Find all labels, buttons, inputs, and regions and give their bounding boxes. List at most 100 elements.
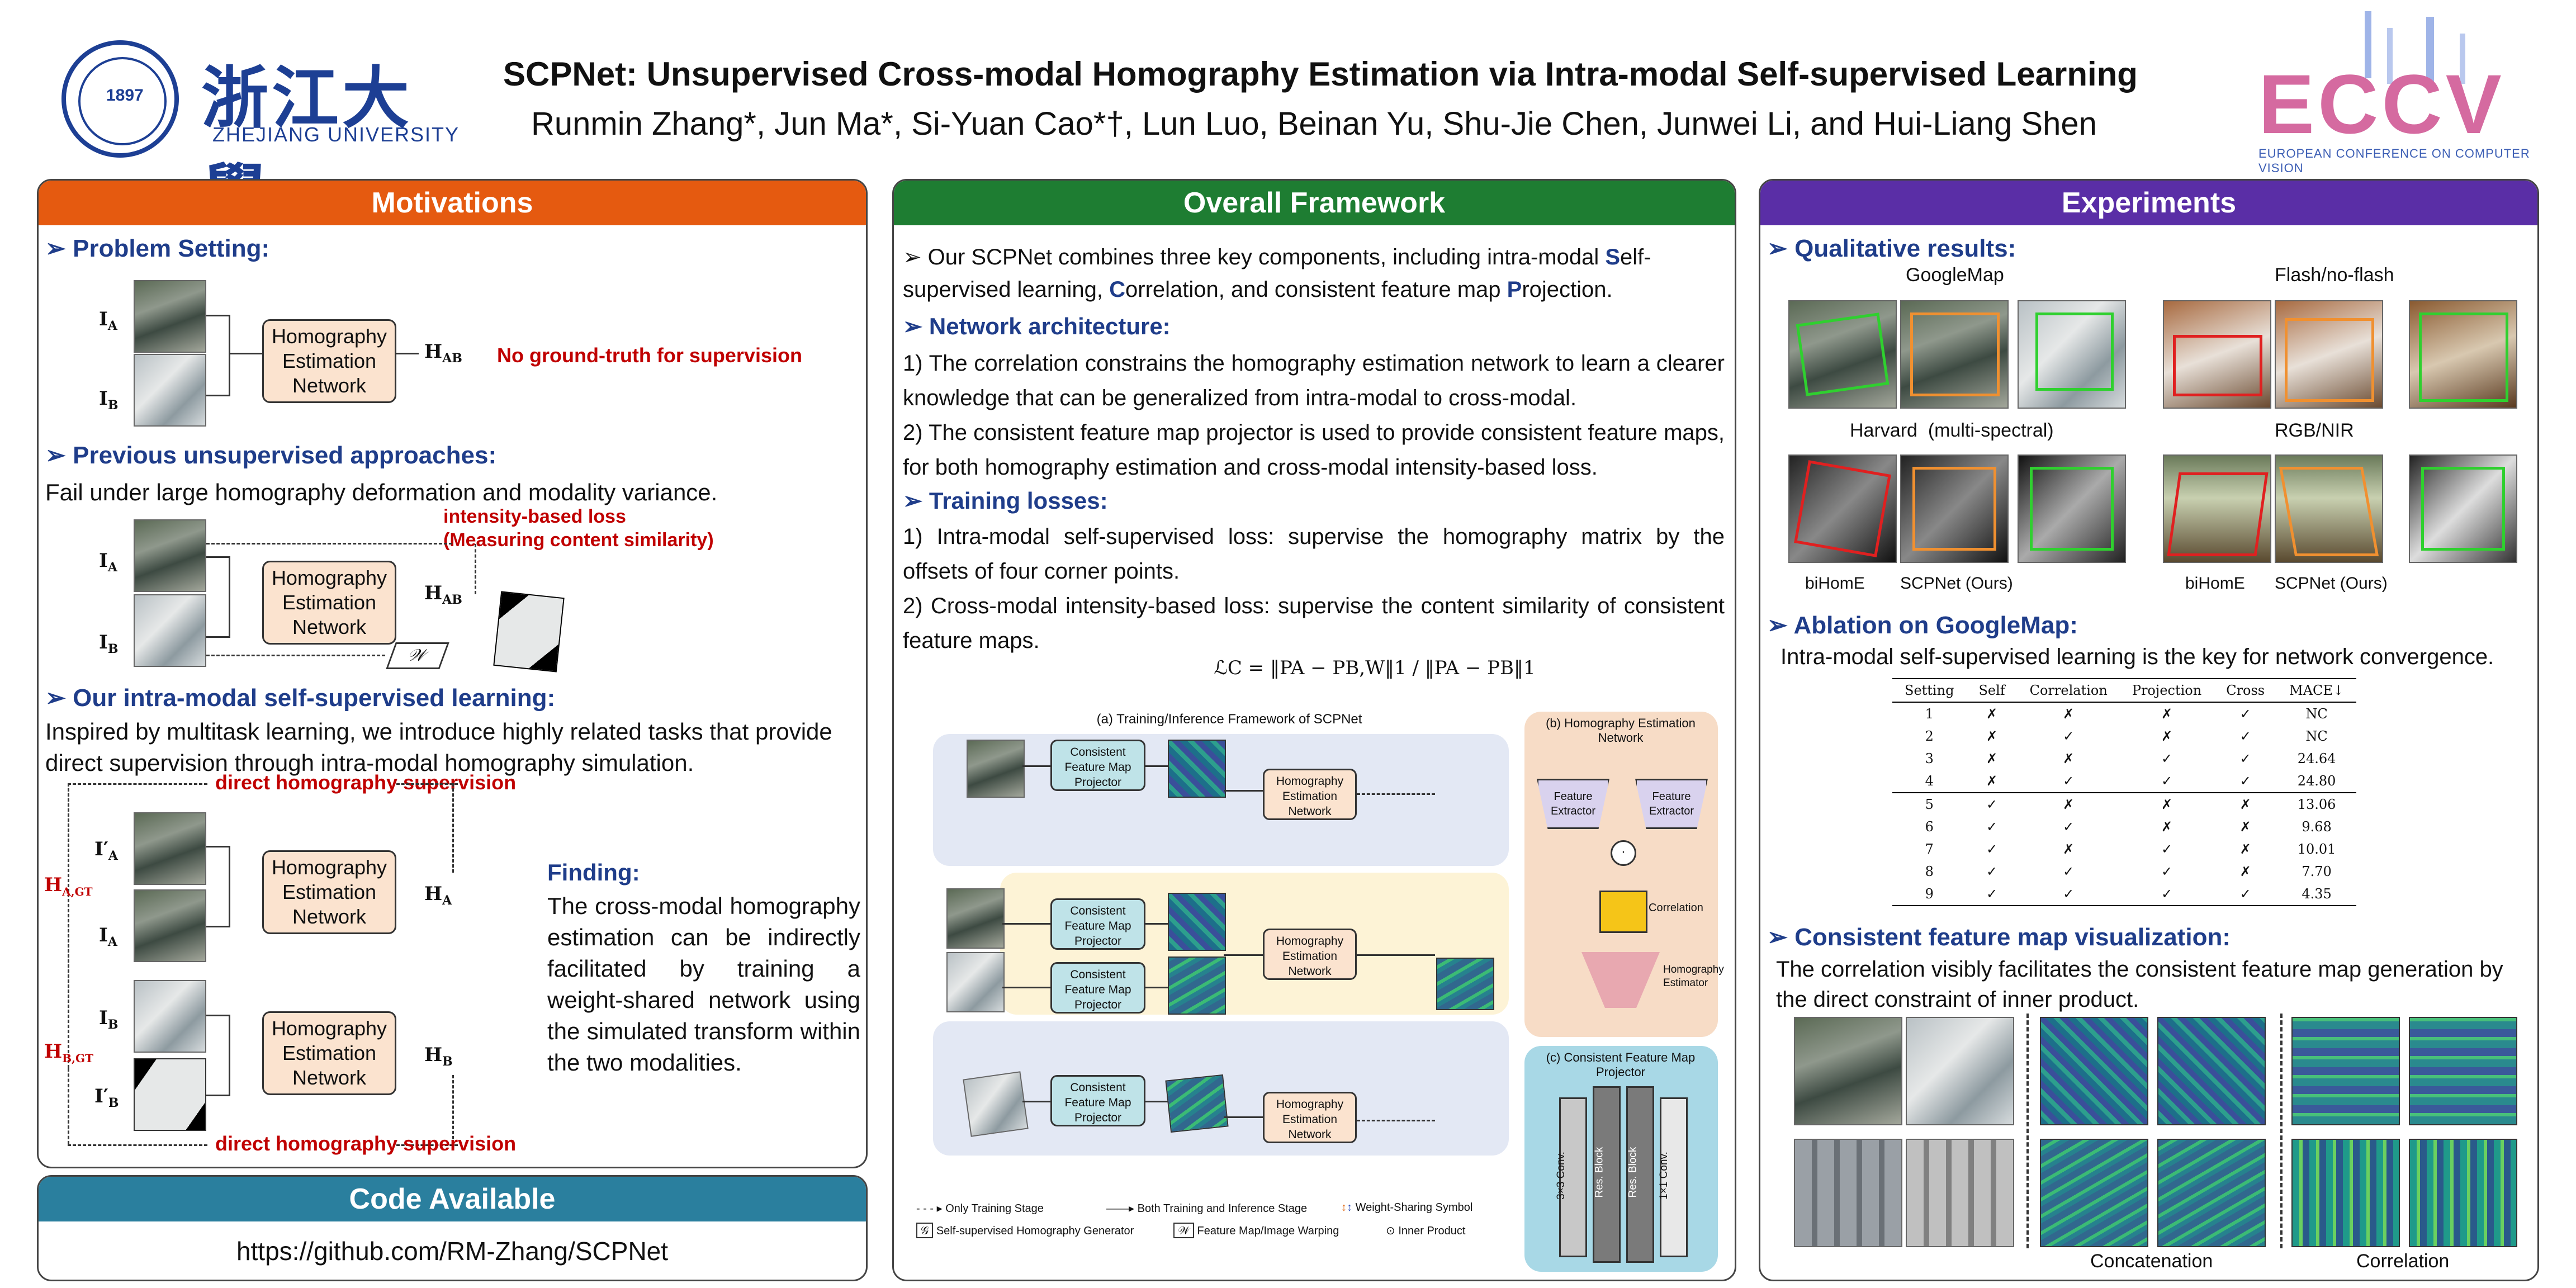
table-header-cell: Correlation	[2029, 683, 2108, 698]
finding-text: The cross-modal homography estimation ca…	[547, 893, 860, 1076]
eccv-logo: ECCV EUROPEAN CONFERENCE ON COMPUTER VIS…	[2258, 11, 2538, 175]
caption-correlation: Correlation	[2356, 1251, 2450, 1272]
vis-concat-map-a	[2040, 1017, 2148, 1125]
table-cell: ✓	[1986, 841, 1998, 857]
table-row: 5✓✗✗✗13.06	[1892, 793, 2357, 816]
feature-extractor-b: Feature Extractor	[1635, 779, 1708, 829]
table-cell: ✓	[2239, 706, 2251, 722]
table-row: 4✗✓✓✓24.80	[1892, 770, 2356, 793]
table-cell: ✓	[2161, 773, 2173, 789]
diagram-hnet-2[interactable]: Homography Estimation Network	[1263, 929, 1357, 980]
legend-generator: 𝒢 Self-supervised Homography Generator	[916, 1223, 1134, 1238]
table-row: 6✓✓✗✗9.68	[1892, 816, 2356, 838]
eccv-logo-text: ECCV	[2258, 57, 2505, 151]
table-cell: ✗	[2161, 819, 2173, 835]
vis-corr-map-a	[2291, 1017, 2400, 1125]
image-ia-prime	[134, 812, 206, 885]
table-cell: ✓	[2063, 819, 2075, 835]
diagram-projector-1[interactable]: Consistent Feature Map Projector	[1050, 740, 1145, 791]
ablation-text: Intra-modal self-supervised learning is …	[1781, 645, 2494, 669]
table-row: 7✓✗✓✗10.01	[1892, 838, 2356, 860]
diagram-img-ia	[946, 888, 1005, 949]
conv3-block: 3×3 Conv.	[1555, 1097, 1587, 1257]
image-ib-2	[134, 594, 206, 667]
table-header-cell: Self	[1978, 683, 2005, 698]
label-ia-3: IA	[99, 924, 117, 949]
table-cell: 9	[1925, 886, 1934, 902]
qual-rgbnir-ours	[2275, 454, 2383, 563]
code-panel: Code Available https://github.com/RM-Zha…	[37, 1175, 868, 1281]
problem-setting-title: ➢ Problem Setting:	[45, 235, 270, 262]
table-cell: ✓	[2161, 841, 2173, 857]
legend-both-stages: ——▸ Both Training and Inference Stage	[1106, 1202, 1308, 1215]
qual-flash-bihome	[2163, 300, 2271, 409]
label-ib: IB	[99, 387, 119, 413]
direct-supervision-top: direct homography supervision	[215, 771, 517, 794]
warp-symbol-1: 𝒲	[386, 642, 449, 669]
previous-approaches-text: Fail under large homography deformation …	[45, 479, 718, 505]
diagram-hnet-3[interactable]: Homography Estimation Network	[1263, 1092, 1357, 1143]
label-ib-prime: I′B	[94, 1085, 119, 1110]
code-url-link[interactable]: https://github.com/RM-Zhang/SCPNet	[236, 1237, 669, 1266]
ours-title: ➢ Our intra-modal self-supervised learni…	[45, 684, 556, 712]
conference-name: EUROPEAN CONFERENCE ON COMPUTER VISION	[2258, 146, 2530, 175]
label-hab-1: HAB	[424, 340, 462, 366]
no-gt-label: No ground-truth for supervision	[497, 344, 802, 367]
diagram-fmap-pb	[1168, 956, 1226, 1015]
university-seal: 1897	[61, 40, 179, 158]
table-header-cell: Cross	[2226, 683, 2265, 698]
framework-heading: Overall Framework	[894, 181, 1735, 225]
homography-net-box-2: Homography Estimation Network	[262, 561, 396, 645]
diagram-projector-4[interactable]: Consistent Feature Map Projector	[1050, 1075, 1145, 1126]
table-cell: 10.01	[2297, 841, 2336, 857]
table-cell: ✗	[2239, 819, 2251, 835]
table-cell: NC	[2305, 706, 2328, 722]
code-heading: Code Available	[39, 1177, 866, 1221]
label-ia-prime: I′A	[94, 838, 118, 863]
loss-title: ➢ Training losses:	[903, 487, 1108, 514]
diagram-hnet-1[interactable]: Homography Estimation Network	[1263, 769, 1357, 820]
qualitative-title: ➢ Qualitative results:	[1767, 235, 2016, 262]
table-cell: ✓	[2239, 886, 2251, 902]
arch-2: 2) The consistent feature map projector …	[903, 420, 1725, 480]
table-cell: NC	[2305, 728, 2328, 744]
finding-title: Finding:	[547, 859, 640, 886]
caption-concatenation: Concatenation	[2090, 1251, 2213, 1272]
image-ia-2	[134, 519, 206, 592]
ablation-title: ➢ Ablation on GoogleMap:	[1767, 612, 2078, 639]
table-cell: ✗	[2063, 751, 2075, 766]
label-hab-2: HAB	[424, 582, 462, 607]
caption-ours-1: SCPNet (Ours)	[1900, 574, 2013, 593]
diagram-projector-3[interactable]: Consistent Feature Map Projector	[1050, 962, 1145, 1014]
ours-text: Inspired by multitask learning, we intro…	[45, 718, 832, 776]
table-cell: 13.06	[2297, 797, 2336, 812]
vis-corr-map-b	[2409, 1017, 2517, 1125]
table-cell: ✓	[2161, 751, 2173, 766]
legend-warping: 𝒲 Feature Map/Image Warping	[1173, 1223, 1339, 1238]
diagram-projector-2[interactable]: Consistent Feature Map Projector	[1050, 898, 1145, 950]
diagram-a-title: (a) Training/Inference Framework of SCPN…	[1096, 712, 1362, 727]
diagram-c	[1524, 1046, 1718, 1272]
label-ha: HA	[424, 883, 452, 908]
feature-extractor-a: Feature Extractor	[1537, 779, 1609, 829]
table-cell: ✗	[2063, 797, 2075, 812]
vis-input-facade-a	[1794, 1139, 1902, 1247]
image-ia	[134, 280, 206, 353]
table-cell: ✗	[1986, 751, 1998, 766]
table-cell: ✗	[1986, 728, 1998, 744]
table-cell: 7	[1925, 841, 1934, 857]
qual-flash-ours	[2275, 300, 2383, 409]
table-cell: ✗	[2161, 706, 2173, 722]
poster-title: SCPNet: Unsupervised Cross-modal Homogra…	[503, 55, 2138, 93]
diagram-fmap-pbw	[1436, 958, 1494, 1010]
diagram-img-ia-prime	[967, 740, 1025, 798]
vis-input-facade-b	[1906, 1139, 2014, 1247]
table-cell: 2	[1925, 728, 1934, 744]
table-header-cell: Projection	[2132, 683, 2202, 698]
table-cell: ✗	[2161, 728, 2173, 744]
diagram-img-ib	[946, 952, 1005, 1012]
arch-title: ➢ Network architecture:	[903, 313, 1171, 339]
table-cell: ✗	[2239, 864, 2251, 879]
image-ib-prime	[134, 1058, 206, 1131]
